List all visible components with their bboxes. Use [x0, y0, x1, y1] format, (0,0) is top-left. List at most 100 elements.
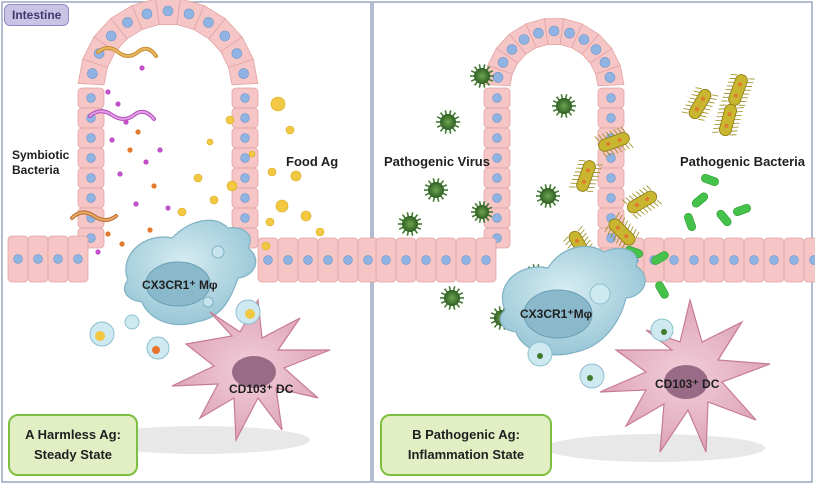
flagellum: [687, 101, 694, 104]
flagellum: [740, 101, 747, 103]
food-antigen: [225, 115, 235, 125]
symbiotic-bacteria: [70, 46, 158, 222]
food-antigen: [209, 195, 219, 205]
virus: [552, 94, 576, 118]
flagellum: [715, 119, 722, 122]
bacterium-body: [576, 160, 596, 192]
food-antigen: [300, 210, 312, 222]
flagellum: [730, 74, 738, 76]
flagellum: [615, 237, 620, 244]
flagellum: [733, 122, 740, 124]
food-antigen: [290, 170, 302, 182]
nucleus: [363, 255, 373, 265]
nucleus: [240, 133, 250, 143]
flagellum: [714, 123, 721, 126]
flagellum: [691, 94, 698, 97]
bacterial-fragment: [651, 251, 669, 265]
state-box-a: A Harmless Ag: Steady State: [8, 414, 138, 476]
macrophage-b: [499, 245, 646, 356]
inclusion: [724, 123, 729, 128]
flagellum: [607, 228, 612, 236]
nucleus: [606, 113, 616, 123]
flagellum: [624, 220, 629, 227]
state-box-b-line1: B Pathogenic Ag:: [412, 426, 520, 442]
bacterium: [621, 185, 663, 219]
nucleus: [105, 30, 117, 42]
flagellum: [593, 172, 601, 173]
symbiotic-bacteria-label: Symbiotic Bacteria: [12, 148, 69, 178]
epithelium-panel-b: [375, 18, 815, 283]
flagellum: [592, 175, 599, 177]
nucleus: [343, 255, 353, 265]
flagellum: [625, 197, 631, 203]
flagellum: [596, 164, 603, 166]
antigen-dot: [123, 119, 129, 125]
inclusion: [645, 197, 650, 201]
nucleus: [492, 113, 502, 123]
nucleus: [533, 27, 544, 39]
flagellum: [704, 108, 711, 111]
pathogenic-bacteria-label: Pathogenic Bacteria: [680, 154, 805, 169]
flagellum: [628, 142, 634, 149]
flagellum: [735, 114, 742, 117]
nucleus: [606, 173, 616, 183]
antigen-dot: [135, 129, 141, 135]
flagellum: [706, 104, 713, 107]
antigen-dot: [147, 227, 153, 233]
virus: [436, 110, 460, 134]
virus-body: [402, 216, 418, 232]
food-antigen-particles: [177, 96, 325, 251]
antigen-dot: [133, 201, 139, 207]
virus-body: [440, 114, 456, 130]
bacterial-fragment: [716, 209, 732, 227]
bacterium: [712, 103, 744, 137]
flagellum: [653, 201, 659, 207]
flagellum: [685, 104, 692, 107]
food-antigen: [267, 167, 277, 177]
virus-body: [474, 68, 490, 84]
flagellum: [563, 236, 569, 242]
flagellum: [729, 77, 736, 79]
flagellum: [621, 217, 626, 224]
antigen-dot: [143, 159, 149, 165]
nucleus: [240, 113, 250, 123]
flagellum: [567, 243, 573, 249]
flagellum: [573, 175, 580, 177]
virus-body: [556, 98, 572, 114]
antigen-vesicles-a: [89, 299, 261, 360]
nucleus: [461, 255, 471, 265]
antigen-dot: [119, 241, 125, 247]
nucleus: [73, 254, 83, 264]
food-ag-label: Food Ag: [286, 154, 339, 169]
nucleus: [53, 254, 63, 264]
virus: [536, 184, 560, 208]
flagellum: [576, 167, 583, 169]
nucleus: [381, 255, 391, 265]
antigen-dot: [95, 249, 101, 255]
flagellum: [632, 228, 637, 236]
nucleus: [441, 255, 451, 265]
virus: [398, 212, 422, 236]
antigen-dot: [157, 147, 163, 153]
flagellum: [713, 127, 720, 129]
flagellum: [621, 145, 626, 151]
inclusion: [617, 137, 622, 142]
nucleus: [240, 93, 250, 103]
antigen-dot: [127, 147, 133, 153]
bacterium-body: [719, 103, 737, 137]
flagellum: [712, 131, 719, 133]
nucleus: [606, 93, 616, 103]
virus: [424, 178, 448, 202]
nucleus: [506, 44, 518, 55]
food-antigen: [226, 180, 238, 192]
flagellum: [577, 163, 584, 165]
antigen-dot: [115, 101, 121, 107]
nucleus: [789, 255, 799, 265]
flagellum: [695, 87, 702, 90]
nucleus: [564, 27, 575, 39]
inclusion: [733, 93, 738, 98]
macrophage-a-label: CX3CR1⁺ Mφ: [142, 278, 218, 292]
flagellum: [698, 118, 705, 121]
